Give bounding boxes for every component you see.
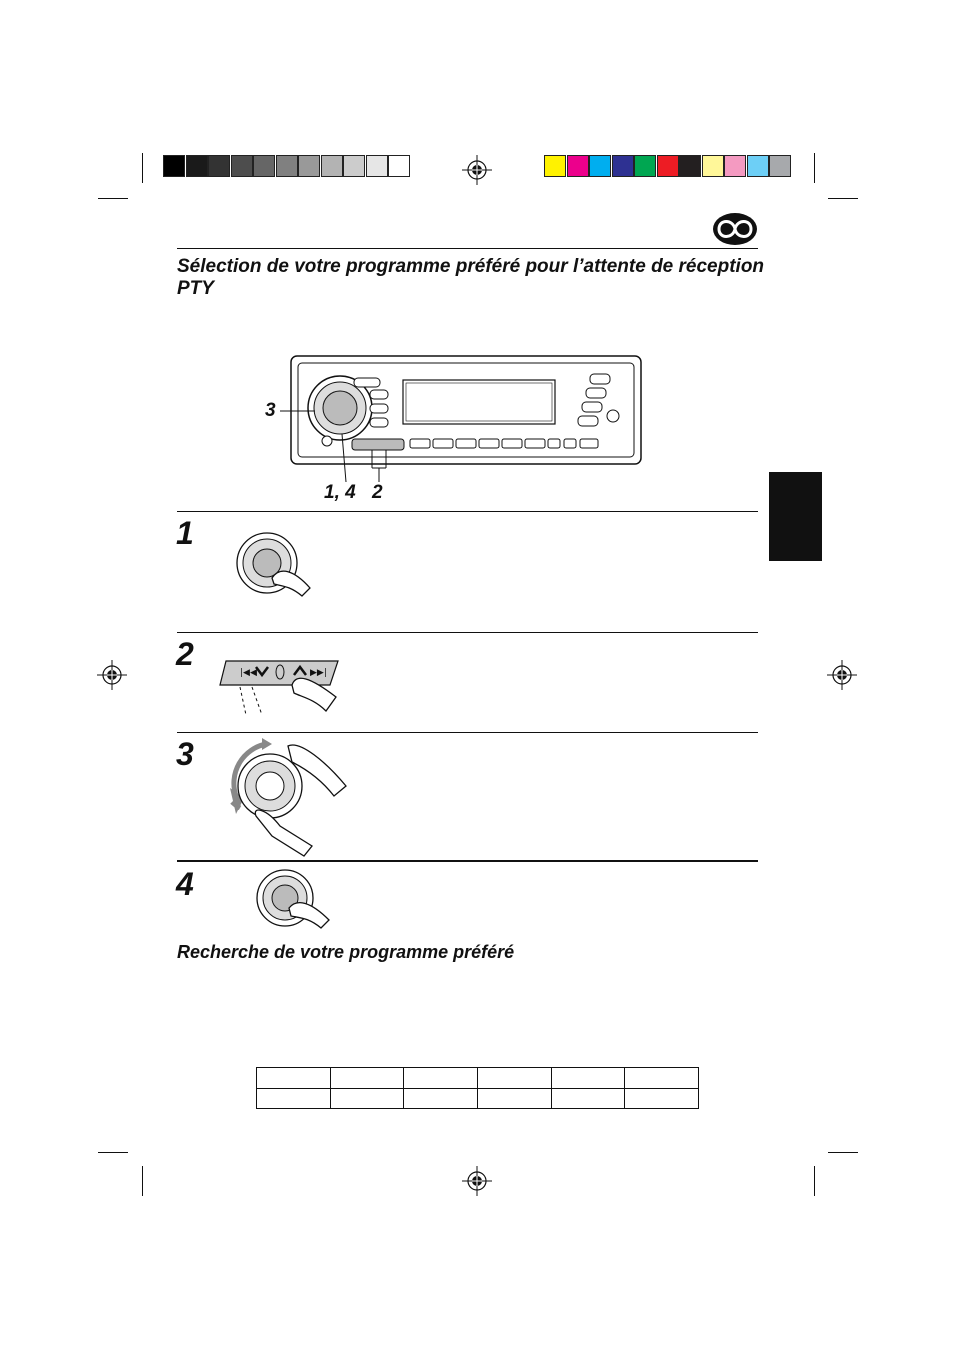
color-swatch bbox=[388, 155, 410, 177]
color-swatch bbox=[611, 155, 634, 177]
color-swatch bbox=[298, 155, 320, 177]
step-rule bbox=[177, 632, 758, 633]
table-cell bbox=[550, 1087, 626, 1109]
table-row bbox=[256, 1087, 699, 1109]
color-swatch bbox=[544, 155, 566, 177]
crop-mark bbox=[814, 1166, 815, 1196]
registration-mark-icon bbox=[97, 660, 127, 690]
color-swatch bbox=[656, 155, 679, 177]
crop-mark bbox=[814, 153, 815, 183]
color-swatch bbox=[724, 155, 746, 177]
crop-mark bbox=[828, 198, 858, 199]
color-swatch bbox=[253, 155, 275, 177]
step-number: 4 bbox=[176, 866, 194, 902]
step-number: 2 bbox=[176, 636, 194, 672]
color-swatch bbox=[679, 155, 701, 177]
step-rule bbox=[177, 732, 758, 733]
color-swatch bbox=[701, 155, 724, 177]
table-cell bbox=[403, 1067, 478, 1089]
table-cell bbox=[550, 1067, 626, 1089]
color-swatch bbox=[589, 155, 611, 177]
color-swatch bbox=[275, 155, 298, 177]
color-swatch bbox=[365, 155, 388, 177]
crop-mark bbox=[142, 153, 143, 183]
rotate-dial-icon bbox=[230, 738, 347, 857]
color-swatch bbox=[230, 155, 253, 177]
step-number: 3 bbox=[176, 736, 194, 772]
head-unit-diagram bbox=[280, 355, 642, 483]
pty-table bbox=[256, 1067, 699, 1109]
table-cell bbox=[624, 1087, 699, 1109]
title-rule bbox=[177, 248, 758, 249]
table-cell bbox=[329, 1087, 405, 1109]
table-cell bbox=[256, 1067, 331, 1089]
svg-text:▶▶|: ▶▶| bbox=[310, 668, 327, 678]
table-cell bbox=[403, 1087, 478, 1109]
color-swatch bbox=[566, 155, 589, 177]
press-dial-icon bbox=[256, 869, 330, 929]
color-calibration-strip bbox=[544, 155, 792, 177]
registration-mark-icon bbox=[827, 660, 857, 690]
color-swatch bbox=[769, 155, 791, 177]
callout-2: 2 bbox=[372, 482, 383, 503]
svg-text:|◀◀: |◀◀ bbox=[240, 668, 257, 678]
step-rule bbox=[177, 511, 758, 512]
step-number: 1 bbox=[176, 515, 194, 551]
color-swatch bbox=[320, 155, 343, 177]
color-swatch bbox=[634, 155, 656, 177]
table-cell bbox=[624, 1067, 699, 1089]
table-cell bbox=[476, 1087, 552, 1109]
rds-logo-icon bbox=[713, 213, 757, 245]
color-swatch bbox=[746, 155, 769, 177]
gray-calibration-strip bbox=[163, 155, 411, 177]
step-rule bbox=[177, 860, 758, 862]
table-cell bbox=[256, 1087, 331, 1109]
press-dial-icon bbox=[236, 532, 311, 597]
registration-mark-icon bbox=[462, 1166, 492, 1196]
table-cell bbox=[329, 1067, 405, 1089]
section-tab bbox=[769, 472, 822, 561]
crop-mark bbox=[98, 1152, 128, 1153]
callout-3: 3 bbox=[265, 400, 276, 421]
table-cell bbox=[476, 1067, 552, 1089]
section-heading: Recherche de votre programme préféré bbox=[177, 942, 515, 962]
color-swatch bbox=[208, 155, 230, 177]
table-row bbox=[256, 1067, 699, 1089]
crop-mark bbox=[98, 198, 128, 199]
color-swatch bbox=[185, 155, 208, 177]
crop-mark bbox=[142, 1166, 143, 1196]
crop-mark bbox=[828, 1152, 858, 1153]
color-swatch bbox=[343, 155, 365, 177]
color-swatch bbox=[163, 155, 185, 177]
page-title: Sélection de votre programme préféré pou… bbox=[177, 256, 765, 299]
callout-1-4: 1, 4 bbox=[324, 482, 356, 503]
registration-mark-icon bbox=[462, 155, 492, 185]
up-down-buttons-icon: |◀◀ ▶▶| bbox=[219, 660, 339, 716]
